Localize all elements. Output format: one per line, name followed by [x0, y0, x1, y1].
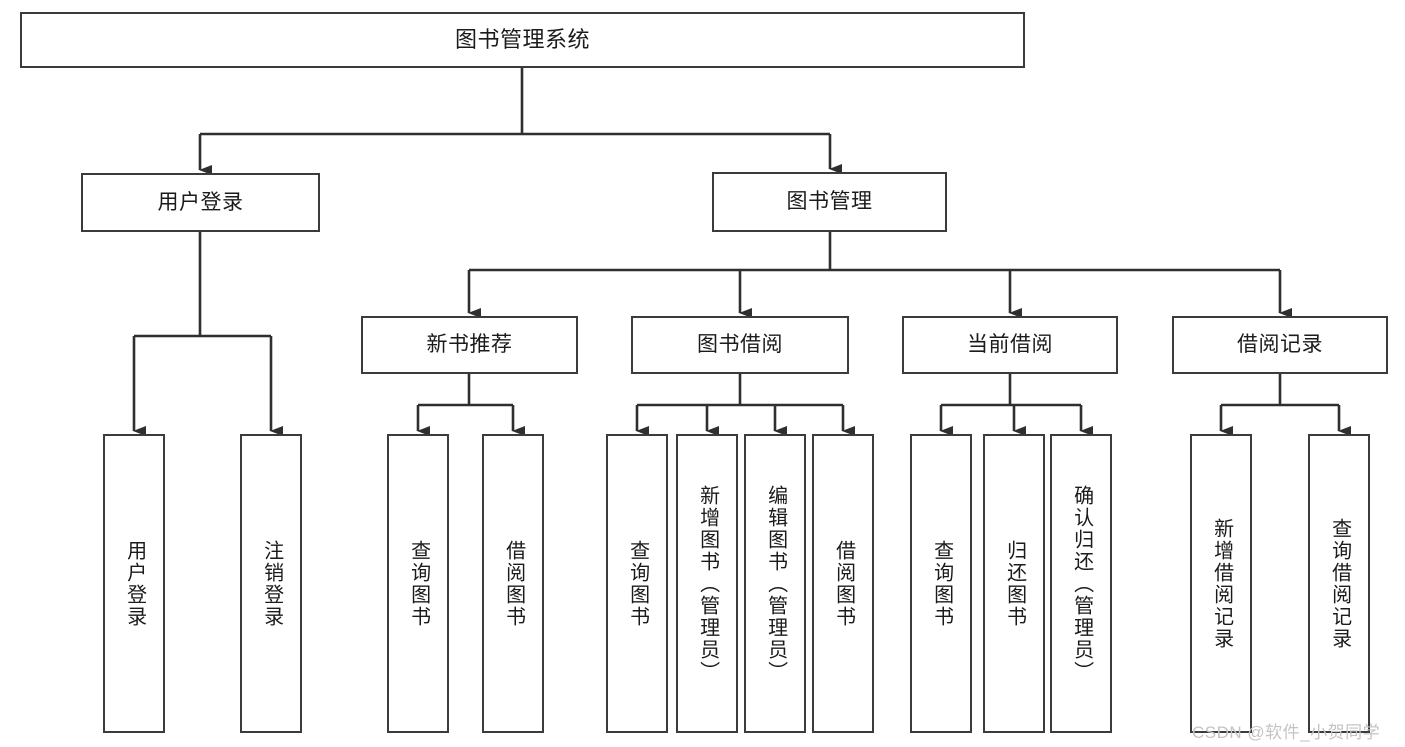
leaf-node[interactable]: 新增借阅记录	[1190, 434, 1252, 733]
leaf-node-label: 归还图书	[1003, 539, 1026, 628]
node-current-borrow-label: 当前借阅	[967, 333, 1053, 357]
leaf-node[interactable]: 用户登录	[103, 434, 165, 733]
node-book-management-label: 图书管理	[786, 190, 873, 214]
leaf-node[interactable]: 编辑图书（管理员）	[744, 434, 806, 733]
leaf-node-label: 新增借阅记录	[1210, 517, 1233, 650]
node-book-borrow-label: 图书借阅	[697, 333, 783, 357]
leaf-node-label: 借阅图书	[502, 539, 525, 628]
leaf-node-label: 新增图书（管理员）	[696, 484, 719, 683]
node-borrow-record-label: 借阅记录	[1237, 333, 1323, 357]
leaf-node-label: 用户登录	[123, 539, 146, 628]
leaf-node[interactable]: 新增图书（管理员）	[676, 434, 738, 733]
leaf-node[interactable]: 归还图书	[983, 434, 1045, 733]
node-borrow-record[interactable]: 借阅记录	[1172, 316, 1388, 374]
leaf-node[interactable]: 查询借阅记录	[1308, 434, 1370, 733]
node-book-borrow[interactable]: 图书借阅	[631, 316, 849, 374]
leaf-node[interactable]: 确认归还（管理员）	[1050, 434, 1112, 733]
leaf-node-label: 查询图书	[626, 539, 649, 628]
node-root[interactable]: 图书管理系统	[20, 12, 1025, 68]
leaf-node-label: 注销登录	[260, 539, 283, 628]
leaf-node-label: 查询借阅记录	[1328, 517, 1351, 650]
leaf-node-label: 确认归还（管理员）	[1070, 484, 1093, 683]
watermark-text: CSDN @软件_小贺同学	[1192, 723, 1381, 742]
node-new-book-recommend[interactable]: 新书推荐	[361, 316, 578, 374]
leaf-node[interactable]: 查询图书	[910, 434, 972, 733]
node-book-management[interactable]: 图书管理	[712, 172, 947, 232]
leaf-node-label: 借阅图书	[832, 539, 855, 628]
node-root-label: 图书管理系统	[454, 27, 590, 53]
leaf-node-label: 编辑图书（管理员）	[764, 484, 787, 683]
leaf-node-label: 查询图书	[407, 539, 430, 628]
leaf-node[interactable]: 查询图书	[606, 434, 668, 733]
leaf-node-label: 查询图书	[930, 539, 953, 628]
node-current-borrow[interactable]: 当前借阅	[902, 316, 1118, 374]
leaf-node[interactable]: 借阅图书	[482, 434, 544, 733]
leaf-node[interactable]: 注销登录	[240, 434, 302, 733]
node-new-book-recommend-label: 新书推荐	[426, 333, 513, 357]
leaf-node[interactable]: 查询图书	[387, 434, 449, 733]
leaf-node[interactable]: 借阅图书	[812, 434, 874, 733]
node-user-login[interactable]: 用户登录	[81, 173, 320, 232]
node-user-login-label: 用户登录	[157, 190, 244, 214]
